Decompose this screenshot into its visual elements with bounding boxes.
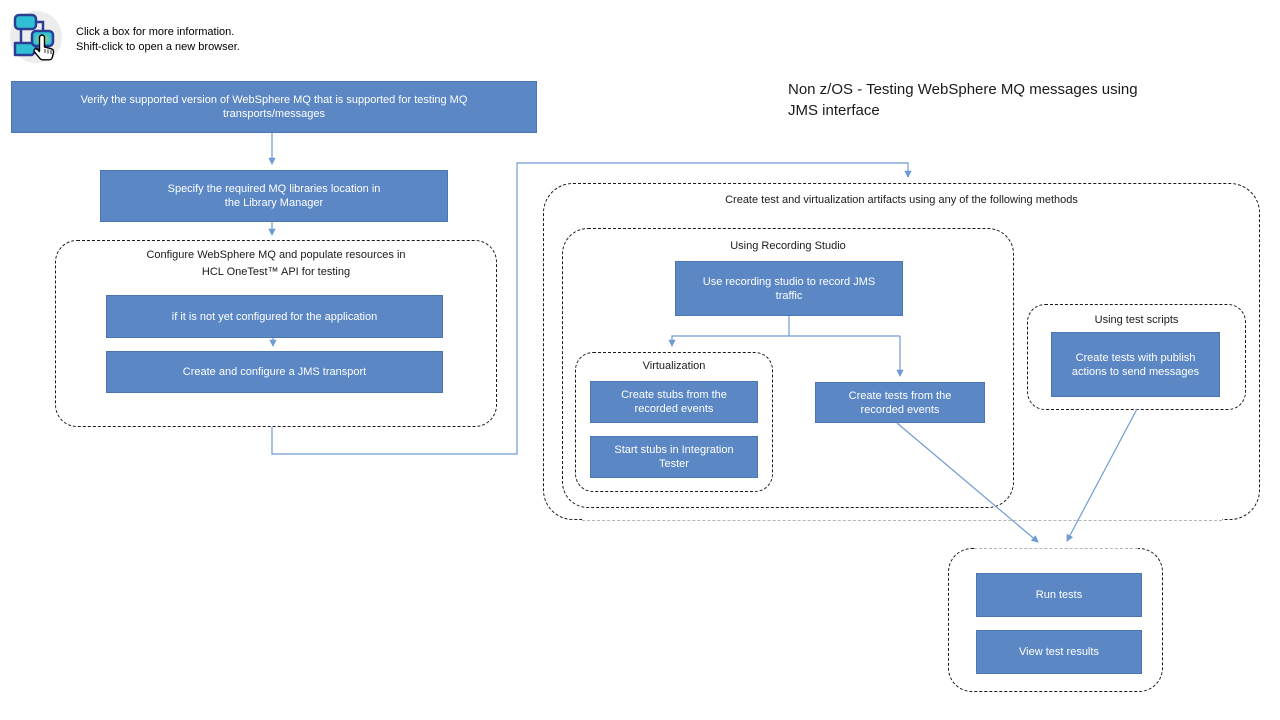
hand-cursor-icon	[33, 34, 55, 61]
virtualization-group-label: Virtualization	[642, 360, 706, 372]
flowchart-legend-icon	[10, 11, 62, 63]
use-recording-studio-box[interactable]: Use recording studio to record JMS traff…	[675, 261, 903, 316]
create-stubs-box[interactable]: Create stubs from the recorded events	[590, 381, 758, 423]
create-jms-transport-box[interactable]: Create and configure a JMS transport	[106, 351, 443, 393]
verify-version-box[interactable]: Verify the supported version of WebSpher…	[11, 81, 537, 133]
legend-line-1: Click a box for more information.	[76, 26, 235, 38]
view-test-results-box[interactable]: View test results	[976, 630, 1142, 674]
configure-group-label: Configure WebSphere MQ and populate reso…	[146, 249, 406, 278]
run-tests-box[interactable]: Run tests	[976, 573, 1142, 617]
create-tests-from-recorded-box[interactable]: Create tests from the recorded events	[815, 382, 985, 423]
start-stubs-box[interactable]: Start stubs in Integration Tester	[590, 436, 758, 478]
create-artifacts-group-label: Create test and virtualization artifacts…	[725, 194, 1078, 206]
page-title: Non z/OS - Testing WebSphere MQ messages…	[788, 81, 1138, 119]
run-tests-group-top-gray-dash	[974, 548, 1138, 549]
legend-line-2: Shift-click to open a new browser.	[76, 41, 240, 53]
artifacts-group-bottom-gray-dash	[582, 520, 1222, 521]
using-recording-studio-label: Using Recording Studio	[730, 240, 846, 252]
using-test-scripts-label: Using test scripts	[1094, 314, 1179, 326]
not-configured-box[interactable]: if it is not yet configured for the appl…	[106, 295, 443, 338]
specify-libraries-box[interactable]: Specify the required MQ libraries locati…	[100, 170, 448, 222]
legend-text: Click a box for more information. Shift-…	[76, 25, 240, 55]
create-tests-publish-box[interactable]: Create tests with publish actions to sen…	[1051, 332, 1220, 397]
